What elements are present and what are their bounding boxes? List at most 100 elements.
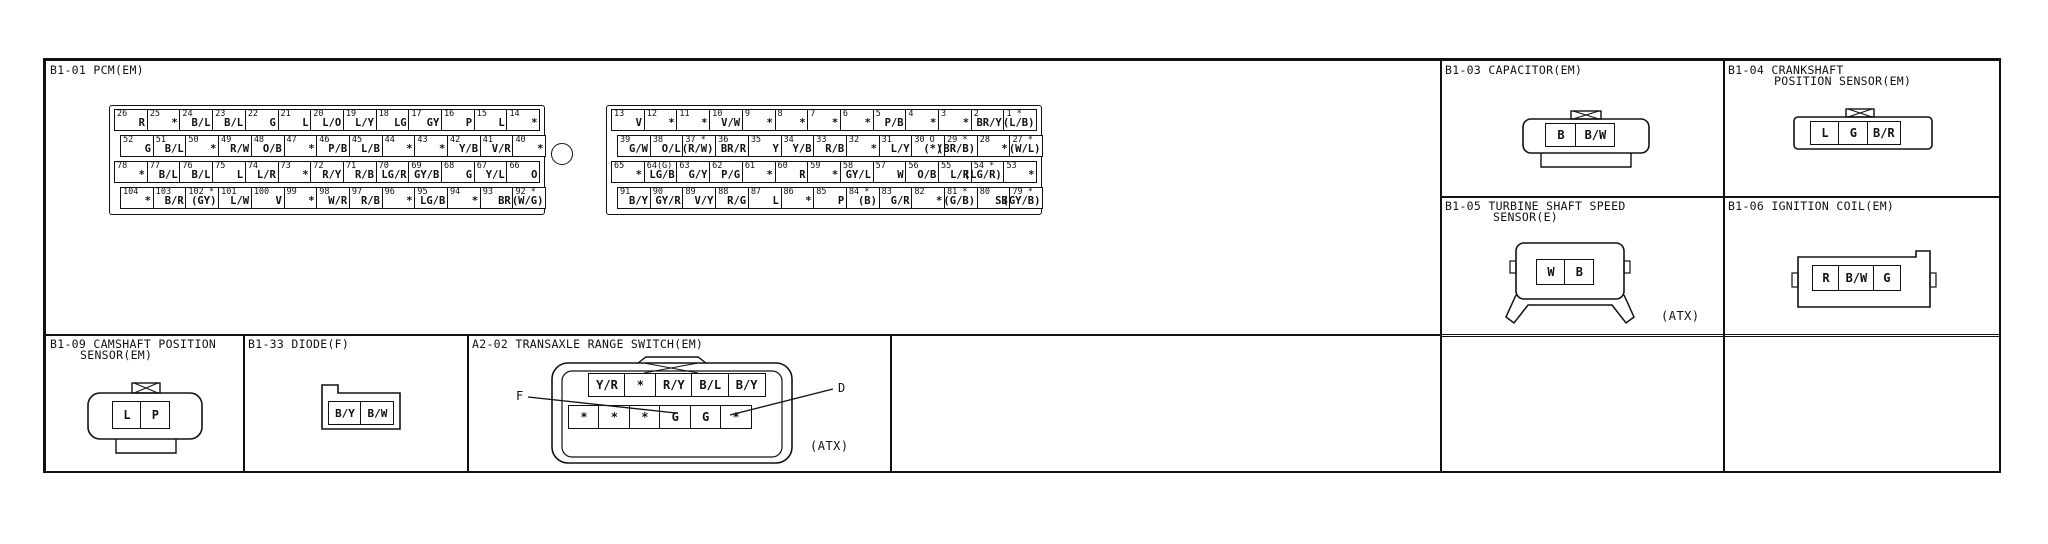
panel-title-line2: SENSOR(EM) — [80, 348, 153, 362]
panel-title: B1-01 PCM(EM) — [50, 63, 144, 77]
wire-color: (B) — [857, 195, 877, 207]
pin-number: 83 — [881, 187, 892, 197]
wire-color: G/R — [890, 195, 910, 207]
pin-number: 85 — [816, 187, 827, 197]
pin-number: 80 — [979, 187, 990, 197]
wire-color: P/G — [721, 169, 741, 181]
wire-color: B/L — [191, 169, 211, 181]
wire-color: O/B — [262, 143, 282, 155]
pin-number: 79 * — [1012, 187, 1033, 197]
wire-color: (W/G) — [511, 195, 544, 207]
pin-p: P — [140, 401, 171, 429]
pin-number: 82 — [914, 187, 925, 197]
wire-color: * — [799, 117, 806, 129]
callout-lines — [527, 388, 834, 416]
pin-b-r: B/R — [1866, 121, 1901, 145]
pin-number: 56 — [908, 161, 919, 171]
wire-color: R — [138, 117, 145, 129]
pin-number: 4 — [908, 109, 914, 119]
pin-number: 46 — [319, 135, 330, 145]
pin-number: 47 — [286, 135, 297, 145]
panel-title-line1: B1-04 CRANKSHAFT — [1728, 63, 1844, 77]
pin-number: 101 — [221, 187, 237, 197]
pin-number: 75 — [215, 161, 226, 171]
ignition-coil-pins: R B/W G — [1812, 265, 1901, 291]
panel-empty-2 — [1440, 334, 1725, 473]
pin-cell: 99* — [283, 187, 318, 209]
pin-number: 29 * — [947, 135, 968, 145]
pin-cell: 32* — [845, 135, 880, 157]
wire-color: (W/L) — [1008, 143, 1041, 155]
pin-star: * — [568, 405, 600, 429]
capacitor-connector-outline — [1522, 110, 1650, 168]
pin-number: 3 — [941, 109, 947, 119]
pin-number: 51 — [155, 135, 166, 145]
panel-title: B1-03 CAPACITOR(EM) — [1445, 63, 1583, 77]
pin-number: 66 — [509, 161, 520, 171]
pin-number: 33 — [816, 135, 827, 145]
turbine-pins: W B — [1536, 259, 1595, 285]
wire-color: LG/R — [381, 169, 407, 181]
pin-number: 28 — [979, 135, 990, 145]
pin-cell: 94* — [447, 187, 482, 209]
panel-b1-09: B1-09 CAMSHAFT POSITION SENSOR(EM) L P — [45, 334, 245, 473]
wire-color: GY/R — [655, 195, 681, 207]
wire-color: * — [936, 195, 943, 207]
pin-cell: 40* — [512, 135, 547, 157]
wire-color: BR/Y — [976, 117, 1002, 129]
pin-number: 12 — [646, 109, 657, 119]
pin-number: 74 — [247, 161, 259, 171]
wire-color: * — [864, 117, 871, 129]
pin-number: 68 — [444, 161, 455, 171]
wire-color: Y — [772, 143, 779, 155]
pin-number: 71 — [345, 161, 357, 171]
pin-cell: 86* — [780, 187, 815, 209]
pin-number: 14 — [509, 109, 520, 119]
wire-color: * — [171, 117, 178, 129]
pin-number: 61 — [744, 161, 756, 171]
pin-number: 50 — [188, 135, 199, 145]
wire-color: LG/B — [420, 195, 446, 207]
pin-number: 86 — [783, 187, 794, 197]
wire-color: LG — [393, 117, 407, 129]
pin-cell: 104* — [120, 187, 154, 209]
pin-number: 81 * — [947, 187, 968, 197]
pin-number: 94 — [450, 187, 461, 197]
pin-number: 15 — [476, 109, 487, 119]
pin-number: 95 — [417, 187, 428, 197]
panel-empty-1 — [890, 334, 1442, 473]
pin-number: 77 — [149, 161, 160, 171]
pin-number: 73 — [280, 161, 291, 171]
pin-number: 103 — [155, 187, 172, 197]
wire-color: V — [635, 117, 642, 129]
panel-title-line1: B1-05 TURBINE SHAFT SPEED — [1445, 199, 1626, 213]
pin-cell: 8* — [774, 109, 809, 131]
wire-color: * — [144, 195, 151, 207]
pin-number: 87 — [750, 187, 762, 197]
wire-color: * — [308, 195, 315, 207]
pin-b-y: B/Y — [727, 373, 766, 397]
pin-number: 40 — [515, 135, 526, 145]
wire-color: * — [406, 143, 413, 155]
wire-color: * — [766, 169, 773, 181]
pin-number: 11 — [679, 109, 690, 119]
